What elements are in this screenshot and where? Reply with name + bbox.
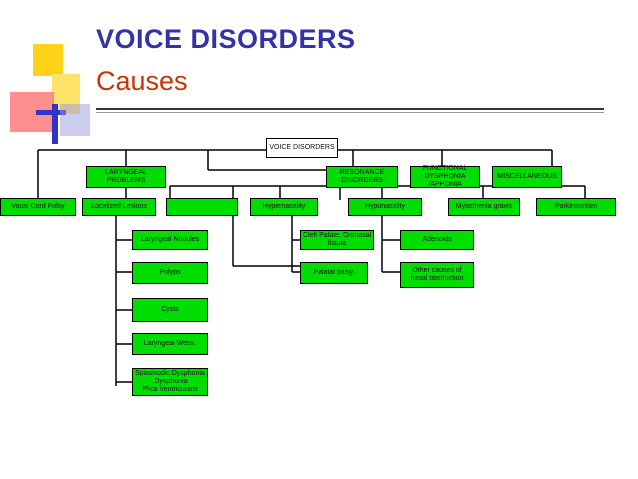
node-cysts: Cysts xyxy=(132,298,208,322)
node-functional-dysphonia: FUNCTIONAL DYSPHONIA /APHONIA xyxy=(410,165,480,188)
node-laryngeal-nodules: Laryngeal Nodules xyxy=(132,230,208,250)
decor-yellow-square-top xyxy=(33,44,63,76)
node-hypernasality: Hypernasality xyxy=(250,198,318,216)
node-cleft-palate: Cleft Palate, Oronasal fistula xyxy=(300,230,374,250)
root-node-voice-disorders: VOICE DISORDERS xyxy=(266,138,338,158)
node-hyponasality: Hyponasality xyxy=(348,198,422,216)
node-resonance-disorders: RESONANCE DISORDERS xyxy=(326,166,398,188)
node-adenoids: Adenoids xyxy=(400,230,474,250)
node-unlabeled xyxy=(166,198,238,216)
node-other-causes: Other causes of nasal obstruction xyxy=(400,262,474,288)
decor-blue-square xyxy=(60,104,90,136)
node-laryngeal-webs: Laryngeal Webs. xyxy=(132,333,208,355)
node-miscellaneous: MISCELLANEOUS xyxy=(492,166,562,188)
slide-title: VOICE DISORDERS xyxy=(96,24,356,54)
decor-blue-bar-horizontal xyxy=(36,110,66,115)
node-localized-lesions: Localized Lesions xyxy=(82,198,156,216)
node-parkinsonism: Parkinsonism xyxy=(536,198,616,216)
node-polyps: Polyps xyxy=(132,262,208,284)
node-laryngeal-problems: LARYNGEAL PROBLEMS xyxy=(86,166,166,188)
slide-subtitle: Causes xyxy=(96,66,188,96)
node-myasthenia-gravis: Myasthenia gravis xyxy=(448,198,520,216)
decor-blue-bar-vertical xyxy=(52,104,58,144)
title-divider-thin xyxy=(96,112,604,113)
node-spasmodic-dysphonia: Spasmodic Dysphonia ,Dysphonia Plica Ven… xyxy=(132,368,208,396)
node-palatal-palsy: Palatal palsy. xyxy=(300,262,368,284)
title-divider xyxy=(96,108,604,110)
node-vocal-cord-palsy: Vocal Cord Palsy xyxy=(0,198,76,216)
